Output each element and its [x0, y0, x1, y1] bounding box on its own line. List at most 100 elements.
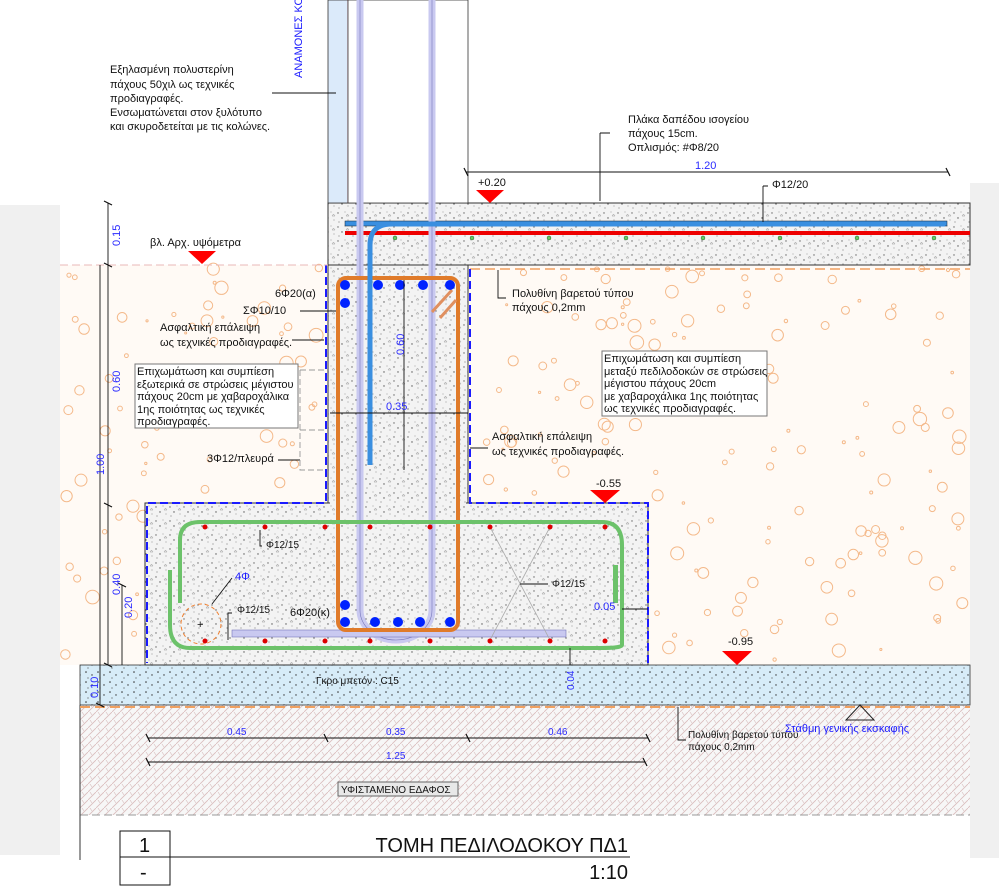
level-slab-top: +0.20: [478, 177, 506, 189]
fill-aggregate: [308, 327, 324, 343]
level-triangle: [590, 490, 620, 503]
fill-aggregate: [862, 401, 869, 408]
fill-aggregate: [571, 313, 580, 321]
fill-aggregate: [145, 319, 149, 323]
rebar-dot: [427, 524, 433, 530]
fill-aggregate: [955, 525, 961, 531]
fill-aggregate: [685, 269, 700, 284]
sheet-number: -: [140, 862, 147, 884]
fill-aggregate: [115, 513, 123, 521]
fill-aggregate: [857, 298, 862, 303]
rebar-dot: [370, 617, 380, 627]
fill-aggregate: [550, 357, 557, 364]
fill-aggregate: [123, 353, 129, 359]
fill-aggregate: [794, 505, 804, 516]
fill-aggregate: [141, 440, 149, 449]
fill-aggregate: [188, 322, 196, 330]
fill-aggregate: [820, 580, 834, 594]
fill-aggregate: [697, 567, 710, 579]
fill-aggregate: [686, 639, 693, 647]
fill-aggregate: [875, 534, 889, 548]
fill-aggregate: [144, 461, 148, 466]
fill-aggregate: [101, 528, 108, 535]
fill-aggregate: [600, 273, 611, 285]
fill-aggregate: [78, 323, 90, 335]
fill-aggregate: [699, 270, 706, 277]
slab-bar-label: Φ12/20: [772, 179, 808, 191]
column: [347, 0, 469, 204]
fill-aggregate: [681, 501, 686, 505]
drawing-title: ΤΟΜΗ ΠΕΔΙΛΟΔΟΚΟΥ ΠΔ1: [376, 835, 628, 857]
fill-aggregate: [765, 539, 771, 545]
fill-aggregate: [135, 592, 139, 597]
dim-cover-side: 0.05: [594, 601, 615, 613]
fill-aggregate: [950, 565, 956, 572]
fill-aggregate: [847, 589, 856, 598]
top-bars-label: 6Φ20(α): [275, 288, 316, 300]
fill-aggregate: [557, 465, 570, 478]
fill-aggregate: [952, 429, 967, 444]
fill-between-box: [601, 350, 768, 417]
fill-aggregate: [257, 301, 272, 315]
arch-levels-label: βλ. Αρχ. υψόμετρα: [150, 237, 242, 249]
fill-aggregate: [721, 459, 728, 466]
stirrups-label: ΣΦ10/10: [243, 305, 286, 317]
fill-aggregate: [786, 428, 791, 433]
corner-bars-marker: [180, 603, 222, 645]
level-markers: [188, 190, 752, 665]
rebar-dot: [392, 235, 398, 241]
footing-diag-bar-label: Φ12/15: [552, 579, 585, 590]
rebar-dot: [546, 235, 552, 241]
bent-rebar: [367, 221, 945, 465]
fill-aggregate: [74, 473, 88, 487]
fill-aggregate: [259, 429, 274, 443]
fill-aggregate: [728, 448, 735, 455]
fill-aggregate: [804, 556, 815, 567]
side-bars-label: 3Φ12/πλευρά: [207, 453, 274, 465]
fill-aggregate: [920, 422, 930, 432]
dim-footing-width: 1.25: [386, 751, 406, 762]
fill-aggregate: [551, 457, 558, 464]
dim-left-overhang: 0.45: [227, 727, 247, 738]
fill-aggregate: [765, 462, 775, 471]
fill-aggregate: [206, 262, 220, 276]
dim-beam-height: 0.60: [111, 371, 123, 392]
fill-aggregate: [274, 477, 286, 489]
fill-aggregate: [505, 303, 509, 307]
level-footing-top: -0.55: [596, 478, 621, 490]
fill-aggregate: [935, 618, 942, 624]
fill-aggregate: [209, 336, 219, 347]
fill-aggregate: [283, 322, 293, 332]
fill-aggregate: [771, 328, 784, 342]
left-margin: [0, 205, 60, 855]
fill-aggregate: [560, 274, 568, 281]
rebar-dot: [202, 638, 208, 644]
fill-aggregate: [627, 318, 642, 333]
fill-aggregate: [653, 469, 659, 475]
fill-outside-box: [134, 363, 299, 429]
fill-aggregate: [628, 418, 642, 432]
fill-aggregate: [951, 512, 965, 526]
footing-bottom-bar-label: Φ12/15: [237, 605, 270, 616]
fill-aggregate: [827, 274, 837, 285]
fill-aggregate: [60, 649, 71, 660]
fill-aggregate: [620, 305, 625, 310]
rebar-dot: [931, 235, 937, 241]
fill-aggregate: [279, 331, 284, 337]
fill-aggregate: [776, 618, 783, 626]
rebar-dot: [367, 524, 373, 530]
rebar-dot: [415, 617, 425, 627]
fill-aggregate: [73, 574, 82, 583]
footing-top-bar-label: Φ12/15: [266, 540, 299, 551]
fill-aggregate: [308, 403, 316, 411]
fill-aggregate: [951, 441, 966, 455]
leader-lines: [211, 92, 768, 741]
slab-distribution-bars: [392, 235, 937, 241]
fill-aggregate: [654, 610, 660, 617]
asphalt-coating: [146, 265, 649, 663]
fill-aggregate: [507, 355, 519, 367]
fill-aggregate: [126, 499, 140, 513]
fill-aggregate: [65, 562, 74, 571]
level-footing-bottom: -0.95: [728, 636, 753, 648]
